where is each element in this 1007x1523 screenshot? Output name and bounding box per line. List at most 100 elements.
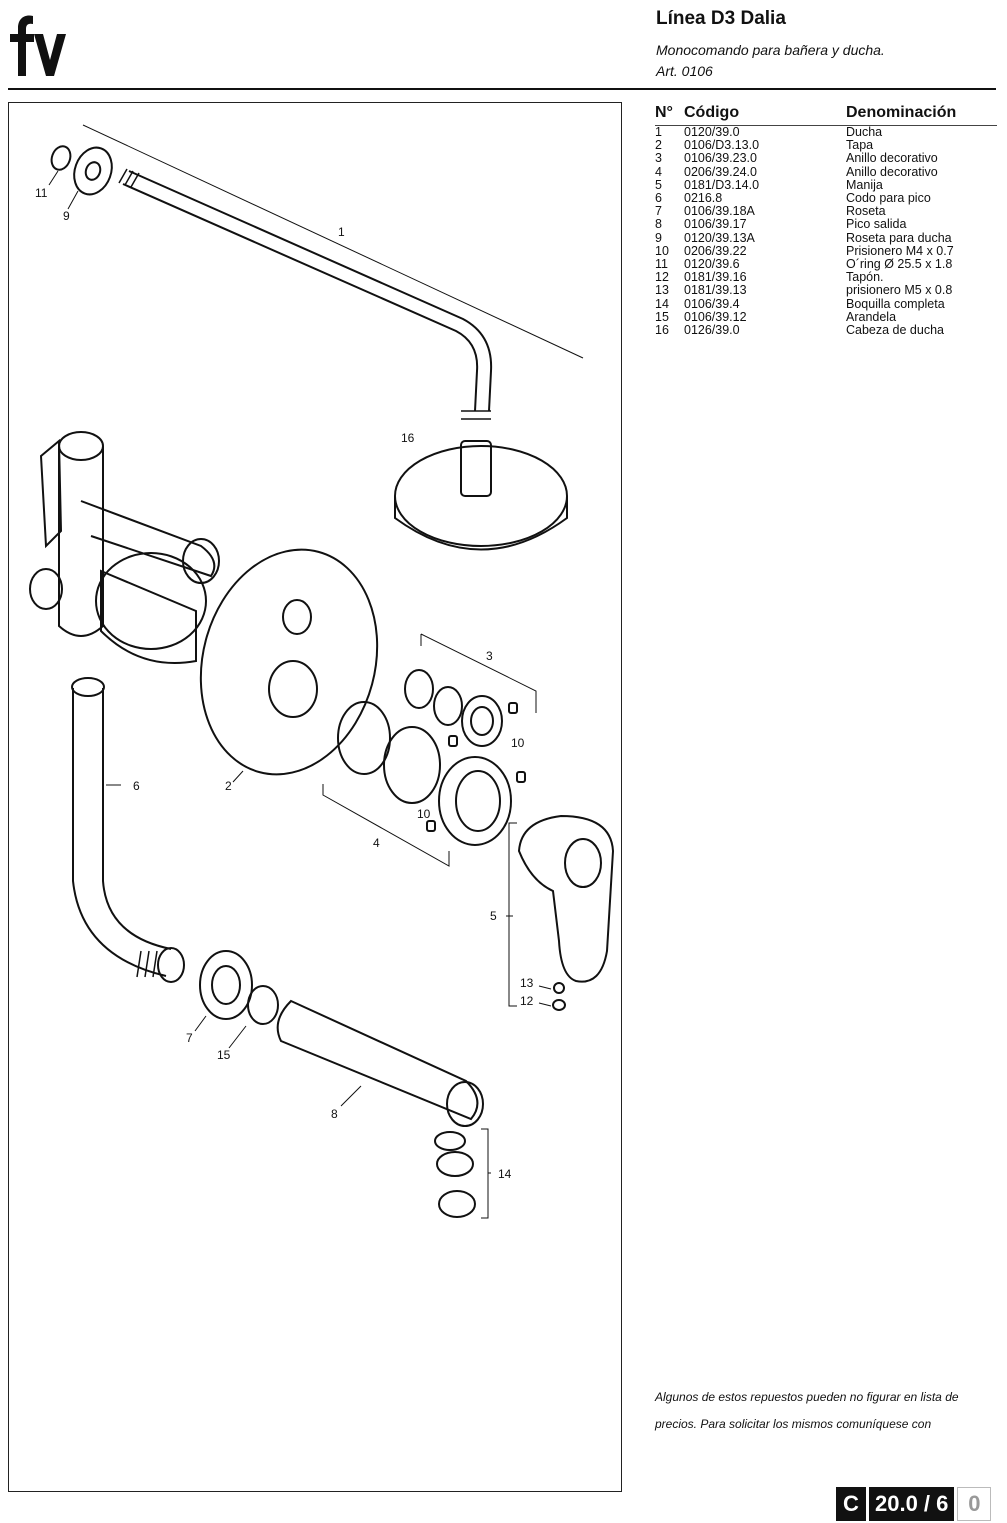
part-code: 0120/39.13A [684,230,755,245]
callout-10a: 10 [511,736,525,750]
callout-3: 3 [486,649,493,663]
callout-8: 8 [331,1107,338,1121]
decorative-ring-part-4 [337,701,391,775]
parts-table-header: N° Código Denominación [655,104,997,126]
part-number: 3 [655,151,662,166]
page-code-number: 20.0 / 6 [869,1487,955,1521]
handle-part-5 [517,814,615,983]
part-code: 0120/39.0 [684,125,740,139]
shower-arm-part-1 [122,183,479,412]
column-header-code: Código [684,104,740,121]
callout-15: 15 [217,1048,231,1062]
part-code: 0181/D3.14.0 [684,177,760,192]
callout-9: 9 [63,209,70,223]
part-name: Arandela [846,309,897,324]
callout-2: 2 [225,779,232,793]
part-name: Roseta [846,204,886,219]
callout-16: 16 [401,431,415,445]
callout-5: 5 [490,909,497,923]
footnote-line-1: Algunos de estos repuestos pueden no fig… [655,1390,959,1404]
part-name: O´ring Ø 25.5 x 1.8 [846,257,953,272]
product-subtitle: Monocomando para bañera y ducha. [656,42,885,58]
page-code: C 20.0 / 6 0 [836,1487,992,1523]
table-row: 5 0181/D3.14.0 Manija [655,177,997,192]
part-name: Boquilla completa [846,296,945,311]
callout-12: 12 [520,994,534,1008]
part-name: Manija [846,177,883,192]
rosette-part-9 [73,146,113,196]
diagram-drawing: 1 2 3 4 5 6 7 8 9 10 10 11 12 13 14 15 1… [29,124,615,1219]
part-code: 0106/39.23.0 [684,151,757,166]
page-title: Línea D3 Dalia [656,8,786,29]
part-code: 0181/39.16 [684,270,747,285]
table-row: 6 0216.8 Codo para pico [655,191,997,206]
callout-10b: 10 [417,807,431,821]
part-name: Tapón. [846,270,884,285]
washer-part-15 [247,985,279,1025]
callout-7: 7 [186,1031,193,1045]
part-code: 0206/39.22 [684,243,747,258]
table-row: 11 0120/39.6 O´ring Ø 25.5 x 1.8 [655,257,997,272]
part-code: 0216.8 [684,191,723,206]
part-number: 15 [655,309,669,324]
part-code: 0106/D3.13.0 [684,138,760,153]
callout-11: 11 [35,186,48,200]
callout-14: 14 [498,1167,512,1181]
fv-logo [10,15,66,76]
part-name: Codo para pico [846,191,931,206]
spout-part-8 [276,999,479,1121]
part-number: 2 [655,138,662,153]
column-header-number: N° [655,104,673,121]
callout-1: 1 [338,225,345,239]
callout-4: 4 [373,836,380,850]
part-name: Roseta para ducha [846,230,952,245]
part-number: 9 [655,230,662,245]
part-code: 0206/39.24.0 [684,164,757,179]
page-code-suffix: 0 [957,1487,992,1521]
part-number: 1 [655,125,662,139]
rosette-part-7 [199,950,253,1020]
part-number: 16 [655,323,669,338]
part-name: Anillo decorativo [846,151,938,166]
header-divider [8,88,996,90]
part-code: 0106/39.17 [684,217,747,232]
callout-6: 6 [133,779,140,793]
part-code: 0106/39.12 [684,309,747,324]
part-code: 0181/39.13 [684,283,747,298]
article-number: Art. 0106 [656,63,713,79]
part-code: 0106/39.4 [684,296,740,311]
part-number: 6 [655,191,662,206]
oring-part-11 [50,145,72,171]
valve-body [39,438,63,549]
decorative-ring-part-3 [404,669,434,709]
part-number: 5 [655,177,662,192]
part-number: 11 [655,257,668,272]
table-row: 9 0120/39.13A Roseta para ducha [655,230,997,245]
table-row: 3 0106/39.23.0 Anillo decorativo [655,152,997,165]
part-name: Anillo decorativo [846,164,938,179]
part-name: Prisionero M4 x 0.7 [846,243,954,258]
exploded-diagram: 1 2 3 4 5 6 7 8 9 10 10 11 12 13 14 15 1… [8,102,622,1492]
cover-plate-part-2 [199,548,379,776]
table-row: 15 0106/39.12 Arandela [655,309,997,324]
part-code: 0126/39.0 [684,323,740,338]
part-number: 12 [655,270,669,285]
part-name: Pico salida [846,217,907,232]
part-code: 0120/39.6 [684,257,740,272]
callout-13: 13 [520,976,534,990]
column-header-name: Denominación [846,104,957,121]
part-name: prisionero M5 x 0.8 [846,283,953,298]
nozzle-part-14 [434,1131,466,1151]
elbow-part-6 [72,688,167,977]
footnote-line-2: precios. Para solicitar los mismos comun… [655,1417,932,1431]
